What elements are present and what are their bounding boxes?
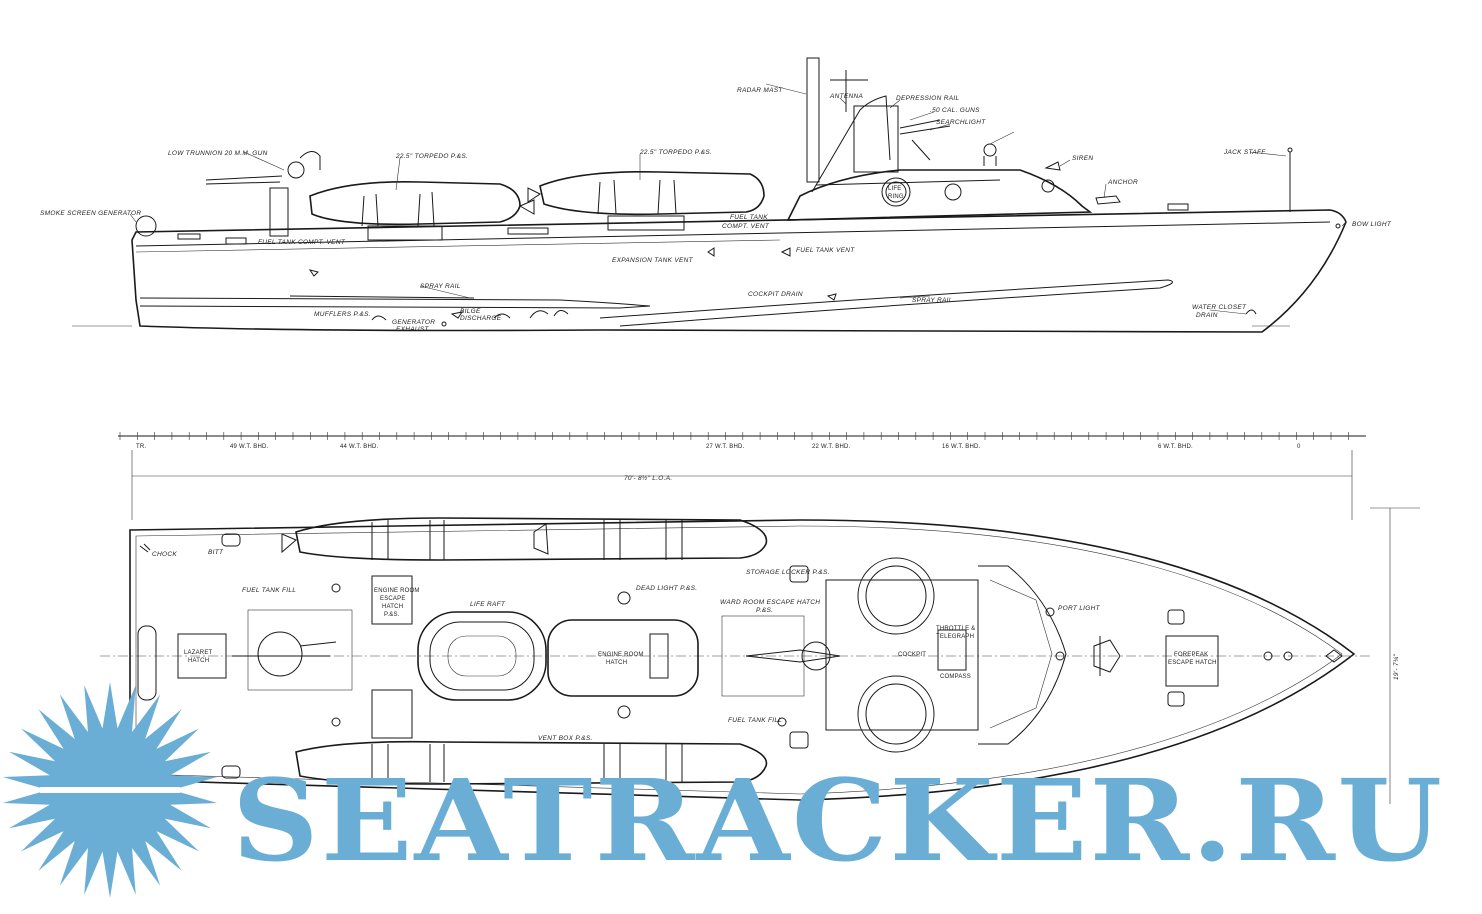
label-water-closet-2: DRAIN bbox=[1196, 312, 1218, 319]
label-ward-room-2: P.&S. bbox=[756, 607, 773, 614]
torpedo-plan-port bbox=[281, 517, 768, 561]
label-fuel-fill-aft: FUEL TANK FILL bbox=[242, 587, 296, 594]
scale-bhd-16: 16 W.T. BHD. bbox=[942, 444, 981, 450]
label-spray-rail-aft: SPRAY RAIL bbox=[420, 283, 461, 290]
life-ring-label: LIFE bbox=[888, 186, 901, 192]
torpedo-fwd bbox=[527, 170, 765, 231]
watermark-text: SEATRACKER.RU bbox=[232, 756, 1444, 887]
scale-bhd-27: 27 W.T. BHD. bbox=[706, 444, 745, 450]
label-cockpit-drain: COCKPIT DRAIN bbox=[748, 291, 803, 298]
label-mufflers: MUFFLERS P.&S. bbox=[314, 311, 371, 318]
label-lazaret: LAZARET bbox=[184, 650, 213, 656]
scale-bhd-49: 49 W.T. BHD. bbox=[230, 444, 269, 450]
label-port-light: PORT LIGHT bbox=[1058, 605, 1101, 612]
label-ward-room: WARD ROOM ESCAPE HATCH bbox=[720, 599, 820, 606]
label-life-raft: LIFE RAFT bbox=[470, 601, 506, 608]
label-cal-guns: .50 CAL. GUNS bbox=[930, 107, 980, 114]
label-searchlight: SEARCHLIGHT bbox=[936, 119, 986, 126]
label-generator-2: EXHAUST bbox=[396, 326, 430, 333]
label-spray-rail-fwd: SPRAY RAIL bbox=[912, 297, 953, 304]
deckhouse bbox=[786, 169, 1093, 221]
scale-tr: TR. bbox=[136, 444, 146, 450]
label-water-closet: WATER CLOSET bbox=[1192, 304, 1247, 311]
label-bilge-2: DISCHARGE bbox=[460, 315, 502, 322]
label-engine-escape: ENGINE ROOM bbox=[374, 588, 420, 594]
label-depression-rail: DEPRESSION RAIL bbox=[896, 95, 959, 102]
label-low-trunnion: LOW TRUNNION 20 M.M. GUN bbox=[168, 150, 268, 157]
label-smoke-screen: SMOKE SCREEN GENERATOR bbox=[40, 210, 141, 217]
label-expansion-tank-vent: EXPANSION TANK VENT bbox=[612, 257, 694, 264]
scale-bhd-6: 6 W.T. BHD. bbox=[1158, 444, 1193, 450]
plan-view: CHOCK BITT FUEL TANK FILL ENGINE ROOM ES… bbox=[100, 517, 1372, 801]
frame-scale: TR. 49 W.T. BHD. 44 W.T. BHD. 27 W.T. BH… bbox=[118, 432, 1420, 804]
hull-profile bbox=[131, 209, 1347, 333]
label-siren: SIREN bbox=[1072, 155, 1093, 162]
20mm-gun bbox=[205, 151, 321, 237]
label-engine-escape-4: P.&S. bbox=[384, 612, 400, 618]
label-fuel-tank-vent: FUEL TANK VENT bbox=[796, 247, 855, 254]
label-forepeak: FOREPEAK bbox=[1174, 652, 1208, 658]
leader-lines bbox=[129, 83, 1347, 315]
label-torpedo-fwd: 22.5" TORPEDO P.&S. bbox=[639, 149, 712, 156]
profile-view: LIFE RING bbox=[40, 57, 1392, 333]
label-engine-hatch-2: HATCH bbox=[606, 660, 627, 666]
scale-bhd-22: 22 W.T. BHD. bbox=[812, 444, 851, 450]
label-generator: GENERATOR bbox=[392, 319, 435, 326]
label-vent-box: VENT BOX P.&S. bbox=[538, 735, 593, 742]
label-throttle-2: TELEGRAPH bbox=[936, 634, 974, 640]
smoke-screen-generator bbox=[135, 215, 157, 237]
label-engine-escape-3: HATCH bbox=[382, 604, 403, 610]
sun-logo-icon bbox=[2, 682, 218, 898]
label-torpedo-aft: 22.5" TORPEDO P.&S. bbox=[395, 153, 468, 160]
loa-dimension: 70'- 8½" L.O.A. bbox=[624, 474, 673, 482]
label-antenna: ANTENNA bbox=[829, 93, 863, 100]
scale-zero: 0 bbox=[1297, 444, 1301, 450]
label-anchor: ANCHOR bbox=[1107, 179, 1138, 186]
label-bilge: BILGE bbox=[460, 308, 481, 315]
label-throttle: THROTTLE & bbox=[936, 626, 975, 632]
label-bitt: BITT bbox=[208, 549, 224, 556]
life-ring-label-2: RING bbox=[888, 194, 904, 200]
beam-dimension: 19'- 7¼" bbox=[1393, 653, 1400, 680]
seatracker-watermark: SEATRACKER.RU bbox=[2, 682, 1444, 898]
label-dead-light: DEAD LIGHT P.&S. bbox=[636, 585, 697, 592]
label-fuel-fill-fwd: FUEL TANK FILL bbox=[728, 717, 782, 724]
label-fuel-vent-aft: FUEL TANK COMPT. VENT bbox=[258, 239, 346, 246]
label-engine-hatch: ENGINE ROOM bbox=[598, 652, 644, 658]
label-storage-locker: STORAGE LOCKER P.&S. bbox=[746, 569, 830, 576]
label-fuel-vent-fwd-2: COMPT. VENT bbox=[722, 223, 770, 230]
label-compass: COMPASS bbox=[940, 674, 971, 680]
hull-plan bbox=[129, 519, 1356, 801]
radar-mast bbox=[806, 57, 820, 183]
label-engine-escape-2: ESCAPE bbox=[380, 596, 406, 602]
torpedo-aft bbox=[309, 180, 535, 241]
label-forepeak-2: ESCAPE HATCH bbox=[1168, 660, 1217, 666]
horizon-band bbox=[40, 787, 180, 793]
label-lazaret-2: HATCH bbox=[188, 658, 209, 664]
label-bow-light: BOW LIGHT bbox=[1352, 221, 1392, 228]
label-fuel-vent-fwd: FUEL TANK bbox=[730, 214, 768, 221]
scale-bhd-44: 44 W.T. BHD. bbox=[340, 444, 379, 450]
torpedo-plan-starboard bbox=[295, 740, 768, 785]
label-cockpit: COCKPIT bbox=[898, 652, 926, 658]
label-chock: CHOCK bbox=[152, 551, 177, 558]
label-jack-staff: JACK STAFF bbox=[1223, 149, 1266, 156]
label-radar-mast: RADAR MAST bbox=[737, 87, 783, 94]
